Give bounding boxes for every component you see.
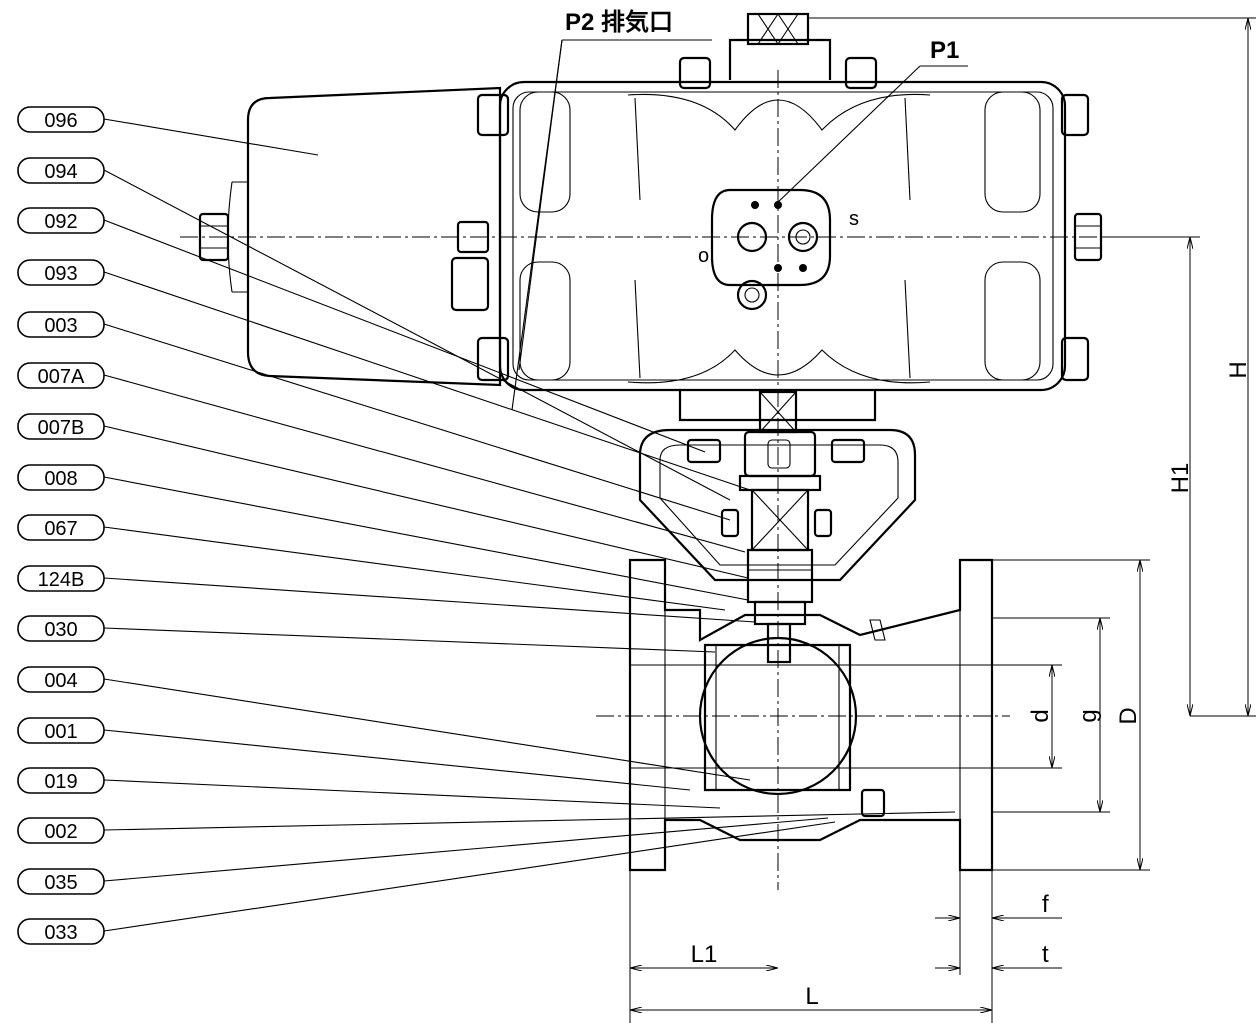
dim-L1: L1 — [691, 941, 718, 968]
callout-124B: 124B — [17, 565, 756, 623]
svg-text:093: 093 — [44, 263, 77, 285]
callout-list: 096 094 092 093 003 007A 007B 008 067 12… — [17, 106, 956, 945]
svg-text:033: 033 — [44, 922, 77, 944]
dim-g: g — [1075, 709, 1102, 722]
dimension-lines: H H1 D g d f t L1 L — [629, 17, 1256, 1023]
dim-H: H — [1225, 361, 1252, 378]
dim-t: t — [1042, 941, 1049, 968]
svg-text:003: 003 — [44, 315, 77, 337]
svg-text:092: 092 — [44, 211, 77, 233]
callout-003: 003 — [17, 311, 731, 521]
port-p2-label: P2 排気口 — [511, 8, 712, 411]
valve-body — [628, 558, 994, 872]
callout-007A: 007A — [17, 362, 746, 553]
callout-093: 093 — [17, 259, 751, 491]
svg-text:008: 008 — [44, 468, 77, 490]
svg-text:030: 030 — [44, 619, 77, 641]
svg-text:P2 排気口: P2 排気口 — [565, 8, 673, 36]
svg-text:035: 035 — [44, 872, 77, 894]
callout-001: 001 — [17, 717, 691, 791]
callout-004: 004 — [17, 666, 751, 781]
actuator-body: s o — [198, 12, 1103, 392]
dim-D: D — [1115, 707, 1142, 724]
callout-092: 092 — [17, 207, 706, 453]
dim-L: L — [805, 983, 818, 1010]
svg-text:019: 019 — [44, 771, 77, 793]
svg-text:007B: 007B — [38, 417, 85, 439]
callout-007B: 007B — [17, 413, 749, 579]
dim-H1: H1 — [1167, 463, 1194, 494]
svg-text:P1: P1 — [930, 37, 959, 64]
callout-019: 019 — [17, 767, 721, 809]
svg-text:124B: 124B — [38, 569, 85, 591]
callout-096: 096 — [17, 106, 319, 156]
svg-text:002: 002 — [44, 821, 77, 843]
callout-035: 035 — [17, 817, 829, 895]
mark-s: s — [849, 208, 859, 230]
callout-008: 008 — [17, 464, 749, 601]
svg-text:001: 001 — [44, 721, 77, 743]
svg-text:096: 096 — [44, 110, 77, 132]
svg-text:004: 004 — [44, 670, 77, 692]
callout-094: 094 — [17, 157, 731, 501]
mark-o: o — [698, 245, 709, 267]
callout-033: 033 — [17, 821, 836, 945]
callout-002: 002 — [17, 811, 956, 844]
callout-067: 067 — [17, 514, 726, 611]
svg-text:067: 067 — [44, 518, 77, 540]
dim-d: d — [1027, 709, 1054, 722]
svg-text:094: 094 — [44, 161, 77, 183]
bracket-and-stem — [638, 390, 917, 664]
callout-030: 030 — [17, 615, 716, 653]
port-p1-label: P1 — [774, 37, 968, 206]
svg-text:007A: 007A — [38, 366, 85, 388]
dim-f: f — [1042, 891, 1049, 918]
